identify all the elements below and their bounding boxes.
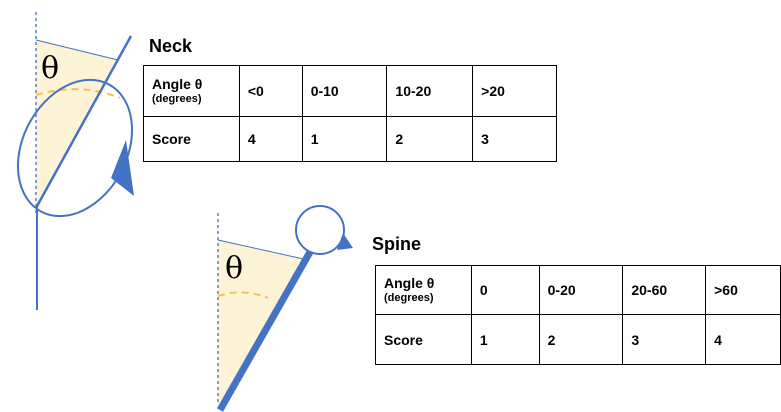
spine-title: Spine: [372, 234, 422, 254]
range-cell: 0-10: [301, 65, 388, 117]
neck-figure: θ: [16, 12, 134, 310]
range-cell: 0: [470, 265, 540, 315]
spine-line: [216, 250, 314, 412]
table-row: Angle θ (degrees) 0 0-20 20-60 >60: [375, 265, 781, 315]
neck-title: Neck: [149, 36, 193, 56]
spine-angle-top-edge: [217, 239, 309, 261]
spine-head-circle: [295, 205, 345, 255]
angle-header: Angle θ: [384, 275, 435, 291]
score-label-cell: Score: [375, 314, 472, 365]
score-cell: 1: [301, 116, 388, 162]
neck-nose-icon: [111, 140, 134, 196]
neck-angle-wedge: [36, 40, 118, 208]
score-cell: 2: [386, 116, 474, 162]
table-row: Angle θ (degrees) <0 0-10 10-20 >20: [143, 65, 557, 117]
angle-header-cell: Angle θ (degrees): [143, 65, 240, 117]
neck-angle-top-edge: [35, 39, 119, 61]
units-label: (degrees): [152, 93, 202, 105]
spine-theta-label: θ: [225, 251, 243, 286]
score-cell: 3: [622, 314, 707, 365]
neck-theta-label: θ: [41, 51, 59, 86]
spine-angle-wedge: [218, 240, 308, 405]
angle-header-cell: Angle θ (degrees): [375, 265, 472, 315]
table-row: Score 4 1 2 3: [143, 116, 557, 162]
spine-nose-icon: [337, 233, 353, 250]
neck-angle-arc: [35, 88, 121, 99]
range-cell: 10-20: [386, 65, 474, 117]
score-cell: 2: [538, 314, 624, 365]
score-cell: 4: [705, 314, 781, 365]
spine-angle-arc: [217, 291, 269, 299]
table-row: Score 1 2 3 4: [375, 314, 781, 365]
range-cell: <0: [238, 65, 303, 117]
range-cell: 0-20: [538, 265, 624, 315]
angle-header: Angle θ: [152, 76, 203, 92]
neck-score-table: Angle θ (degrees) <0 0-10 10-20 >20 Scor…: [143, 65, 557, 162]
score-label-cell: Score: [143, 116, 240, 162]
range-cell: >60: [705, 265, 781, 315]
range-cell: 20-60: [622, 265, 707, 315]
range-cell: >20: [472, 65, 557, 117]
neck-line: [34, 35, 133, 209]
spine-figure: θ: [216, 205, 353, 412]
units-label: (degrees): [384, 292, 434, 304]
spine-score-table: Angle θ (degrees) 0 0-20 20-60 >60 Score…: [375, 265, 781, 365]
score-cell: 4: [238, 116, 303, 162]
score-cell: 1: [470, 314, 540, 365]
score-cell: 3: [472, 116, 557, 162]
